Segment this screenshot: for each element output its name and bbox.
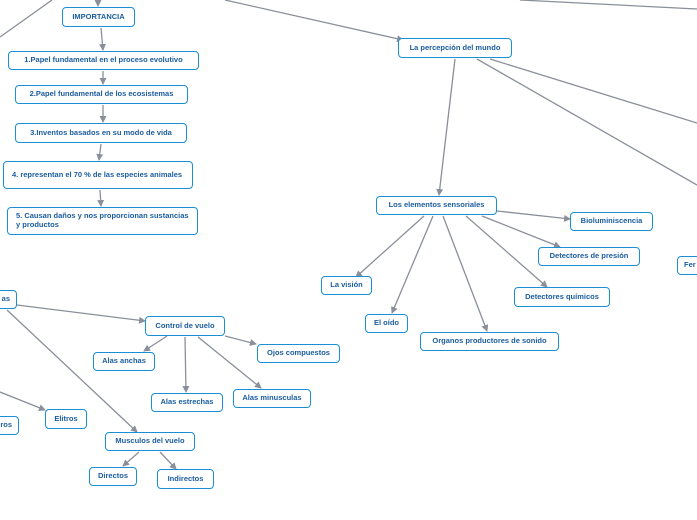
edge-importancia-imp1 xyxy=(98,27,106,51)
node-vision[interactable]: La visión xyxy=(321,276,372,295)
node-imp1[interactable]: 1.Papel fundamental en el proceso evolut… xyxy=(8,51,199,70)
edge-control-anchas xyxy=(143,335,168,352)
node-ojos-compuestos[interactable]: Ojos compuestos xyxy=(257,344,340,363)
edge-imp4-imp5 xyxy=(97,189,105,207)
node-imp2[interactable]: 2.Papel fundamental de los ecosistemas xyxy=(15,85,188,104)
edge-sensoriales-bioluminiscencia xyxy=(496,210,571,222)
edge-alas-control xyxy=(16,304,146,324)
edge-sensoriales-oido xyxy=(391,215,434,314)
edge-alas-musculos xyxy=(6,309,138,433)
edge-sensoriales-quimicos xyxy=(465,215,548,288)
node-bioluminiscencia[interactable]: Bioluminiscencia xyxy=(570,212,653,231)
node-importancia[interactable]: IMPORTANCIA xyxy=(62,7,135,27)
node-elitros[interactable]: Elitros xyxy=(45,409,87,429)
node-oido[interactable]: El oído xyxy=(365,314,408,333)
node-indirectos[interactable]: Indirectos xyxy=(157,469,214,489)
node-organos-sonido[interactable]: Organos productores de sonido xyxy=(420,332,559,351)
node-imp3[interactable]: 3.Inventos basados en su modo de vida xyxy=(15,123,187,143)
edge-offscreen-to-left xyxy=(0,0,53,38)
edge-control-ojos xyxy=(224,335,257,346)
edge-percepcion-sensoriales xyxy=(436,58,456,196)
node-control-vuelo[interactable]: Control de vuelo xyxy=(145,316,225,336)
edge-musculos-indirectos xyxy=(159,451,177,470)
edge-sensoriales-vision xyxy=(355,215,425,278)
node-alas-estrechas[interactable]: Alas estrechas xyxy=(151,393,223,412)
edge-musculos-directos xyxy=(122,451,140,467)
node-imp5[interactable]: 5. Causan daños y nos proporcionan susta… xyxy=(7,207,198,235)
edge-offscreen-to-percepcion xyxy=(224,0,404,43)
edge-percepcion-right2 xyxy=(489,58,697,124)
node-detectores-quimicos[interactable]: Detectores químicos xyxy=(514,287,610,307)
node-sensoriales[interactable]: Los elementos sensoriales xyxy=(376,196,497,215)
node-directos[interactable]: Directos xyxy=(89,467,137,486)
node-detectores-presion[interactable]: Detectores de presión xyxy=(538,247,640,266)
node-musculos-vuelo[interactable]: Musculos del vuelo xyxy=(105,432,195,451)
edge-imp3-imp4 xyxy=(96,143,104,161)
node-percepcion[interactable]: La percepción del mundo xyxy=(398,38,512,58)
node-imp4[interactable]: 4. representan el 70 % de las especies a… xyxy=(3,161,193,189)
node-fer-partial[interactable]: Fer xyxy=(677,256,697,275)
edge-control-minusculas xyxy=(197,336,262,389)
node-ros-partial[interactable]: ros xyxy=(0,416,19,435)
node-alas-anchas[interactable]: Alas anchas xyxy=(93,352,155,371)
edge-sensoriales-presion xyxy=(481,215,561,249)
edge-left-elitros xyxy=(0,391,46,412)
edge-sensoriales-sonido xyxy=(442,215,489,332)
edge-percepcion-right1 xyxy=(476,58,697,186)
node-alas-minusculas[interactable]: Alas minusculas xyxy=(233,389,311,408)
edge-control-estrechas xyxy=(182,336,190,393)
edge-offscreen-right-top xyxy=(519,0,697,10)
node-alas-partial[interactable]: as xyxy=(0,290,17,309)
